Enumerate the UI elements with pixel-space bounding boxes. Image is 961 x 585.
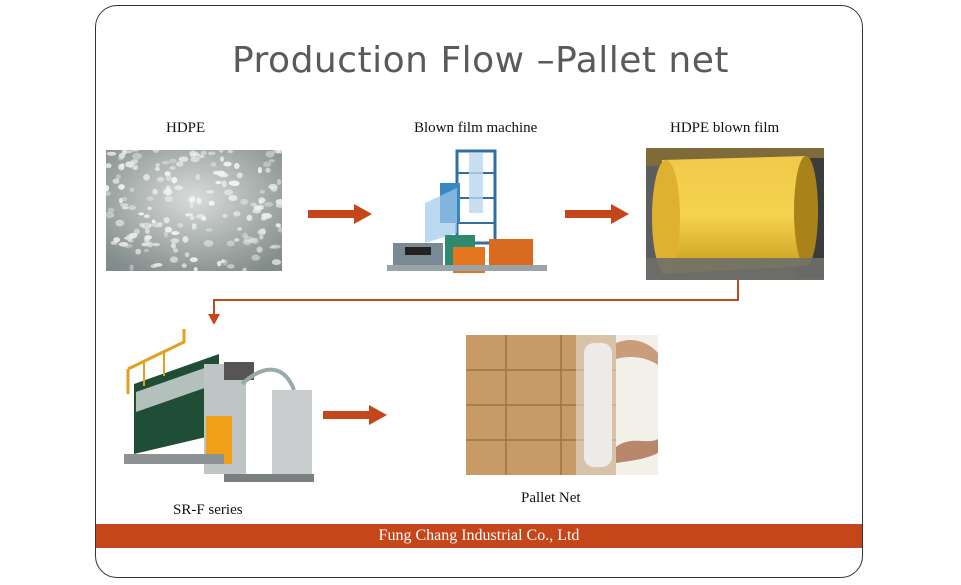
blown-film-machine-image	[385, 143, 551, 278]
slide-title: Production Flow –Pallet net	[231, 40, 730, 81]
knitting-machine-image	[124, 324, 316, 490]
step-label-pallet-net: Pallet Net	[521, 490, 581, 506]
flow-arrow-1	[308, 204, 372, 224]
yellow-film-roll-image	[646, 148, 824, 280]
step-label-hdpe-blown-film: HDPE blown film	[670, 120, 780, 136]
flow-connector-arrow	[208, 280, 739, 325]
wrapped-pallet-image	[466, 335, 658, 475]
flow-arrow-3	[323, 405, 387, 425]
flow-arrow-2	[565, 204, 629, 224]
step-label-sr-f-series: SR-F series	[173, 502, 243, 518]
company-footer-bar: Fung Chang Industrial Co., Ltd	[96, 524, 862, 548]
step-label-hdpe: HDPE	[166, 120, 206, 136]
hdpe-pellets-image	[106, 150, 282, 271]
step-label-blown-film-machine: Blown film machine	[414, 120, 538, 136]
